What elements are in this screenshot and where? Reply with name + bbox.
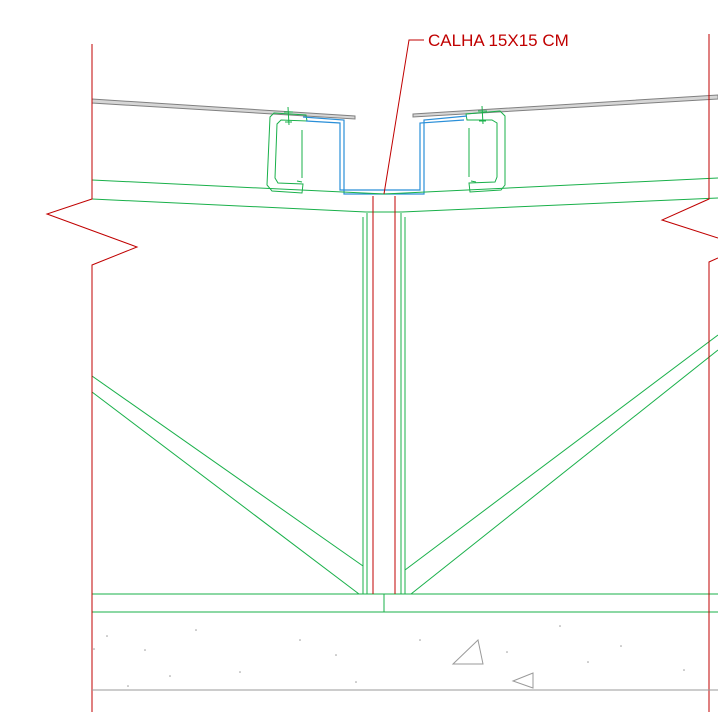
aggregate-dots [93, 625, 685, 687]
right-purlin-inner [468, 128, 477, 183]
left-purlin [266, 112, 308, 194]
diagonal-left-a [91, 375, 364, 567]
aggregate-triangle-1 [451, 639, 484, 665]
right-fastener-icon [478, 105, 487, 125]
gutter [302, 115, 468, 195]
structure-lines [45, 34, 718, 712]
left-fastener-icon [284, 106, 293, 126]
diagonal-right-b [410, 349, 718, 595]
top-chord-left-b [91, 198, 367, 213]
callout-leader [383, 39, 424, 195]
top-chord-left-a [91, 179, 385, 195]
right-purlin [465, 110, 506, 193]
concrete-slab [92, 625, 718, 691]
right-roof-sheet [412, 94, 718, 118]
left-roof-sheet [91, 98, 356, 120]
callout-label: CALHA 15X15 CM [428, 31, 569, 50]
right-column-break [660, 34, 718, 712]
top-chord-right-a [383, 177, 718, 195]
top-chord-right-b [401, 197, 718, 213]
gutter-inner [305, 119, 465, 191]
aggregate-triangle-2 [511, 672, 534, 689]
gutter-outer [302, 115, 468, 195]
diagonal-left-b [91, 391, 360, 595]
diagonal-right-a [404, 334, 718, 571]
left-column-break [45, 44, 139, 712]
truss [91, 177, 718, 613]
left-purlin-inner [296, 130, 303, 183]
roof-sheets [91, 94, 718, 120]
